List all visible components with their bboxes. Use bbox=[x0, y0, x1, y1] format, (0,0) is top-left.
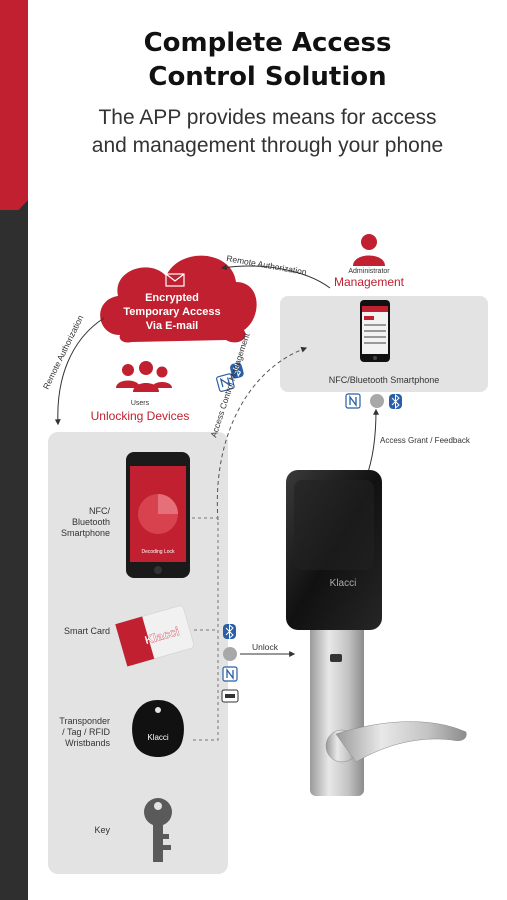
lock-logo: Klacci bbox=[330, 578, 357, 589]
unlock-connector-dot bbox=[223, 647, 237, 661]
access-grant-label: Access Grant / Feedback bbox=[380, 436, 471, 445]
unlock-label: Unlock bbox=[252, 642, 279, 652]
key-icon bbox=[144, 798, 172, 862]
bluetooth-icon bbox=[389, 393, 402, 410]
cloud-line-3: Via E-mail bbox=[146, 320, 198, 332]
nfc-icon bbox=[345, 393, 361, 409]
side-accent-dark bbox=[0, 210, 28, 900]
envelope-icon bbox=[165, 273, 185, 287]
connector-dot bbox=[370, 394, 384, 408]
administrator-person-icon bbox=[353, 234, 385, 266]
page-subtitle: The APP provides means for access and ma… bbox=[28, 104, 507, 160]
side-accent-red bbox=[0, 0, 28, 230]
fob-logo: Klacci bbox=[147, 733, 169, 742]
access-grant-arrow bbox=[364, 408, 379, 480]
title-line-1: Complete Access bbox=[143, 28, 392, 58]
key-label: Key bbox=[94, 825, 110, 835]
door-lock: Klacci bbox=[286, 470, 467, 796]
title-line-2: Control Solution bbox=[148, 62, 387, 92]
users-group-icon bbox=[116, 361, 172, 392]
phone-label-line-1: NFC/ bbox=[89, 506, 110, 516]
rfid-fob: Klacci bbox=[132, 700, 184, 757]
management-heading: Management bbox=[334, 275, 405, 289]
subtitle-line-1: The APP provides means for access bbox=[98, 106, 437, 129]
transponder-label-line-1: Transponder bbox=[59, 716, 110, 726]
subtitle-line-2: and management through your phone bbox=[91, 134, 444, 157]
bluetooth-float-icon bbox=[230, 362, 244, 379]
remote-authorization-top-label: Remote Authorization bbox=[226, 253, 308, 277]
phone-screen-text: Decoding Lock bbox=[141, 549, 175, 555]
cloud-line-1: Encrypted bbox=[145, 292, 199, 304]
smart-card: Klacci bbox=[115, 605, 194, 667]
nfc-float-icon bbox=[216, 373, 235, 392]
card-reader-icon bbox=[221, 689, 239, 703]
nfc-unlock-icon bbox=[222, 666, 238, 682]
unlocking-devices-heading: Unlocking Devices bbox=[91, 409, 190, 423]
users-role: Users bbox=[131, 400, 150, 407]
remote-authorization-top-arrow bbox=[220, 264, 331, 289]
page-title: Complete Access Control Solution bbox=[28, 26, 507, 94]
smart-card-label: Smart Card bbox=[64, 626, 110, 636]
admin-smartphone bbox=[360, 300, 390, 362]
user-smartphone: Decoding Lock bbox=[126, 452, 190, 578]
bluetooth-unlock-icon bbox=[223, 623, 236, 640]
administrator-role: Administrator bbox=[348, 268, 390, 275]
admin-device-label: NFC/Bluetooth Smartphone bbox=[329, 375, 440, 385]
phone-connector bbox=[190, 517, 219, 741]
phone-label-line-3: Smartphone bbox=[61, 528, 110, 538]
cloud-line-2: Temporary Access bbox=[123, 306, 220, 318]
transponder-label-line-3: Wristbands bbox=[65, 738, 110, 748]
remote-authorization-left-arrow bbox=[54, 317, 105, 426]
transponder-label-line-2: / Tag / RFID bbox=[62, 727, 110, 737]
encrypted-email-cloud: Encrypted Temporary Access Via E-mail bbox=[100, 255, 257, 343]
remote-authorization-left-label: Remote Authorization bbox=[41, 313, 86, 391]
phone-label-line-2: Bluetooth bbox=[72, 517, 110, 527]
access-control-label: Access Control Management bbox=[208, 331, 251, 438]
access-control-arrow bbox=[216, 346, 308, 521]
